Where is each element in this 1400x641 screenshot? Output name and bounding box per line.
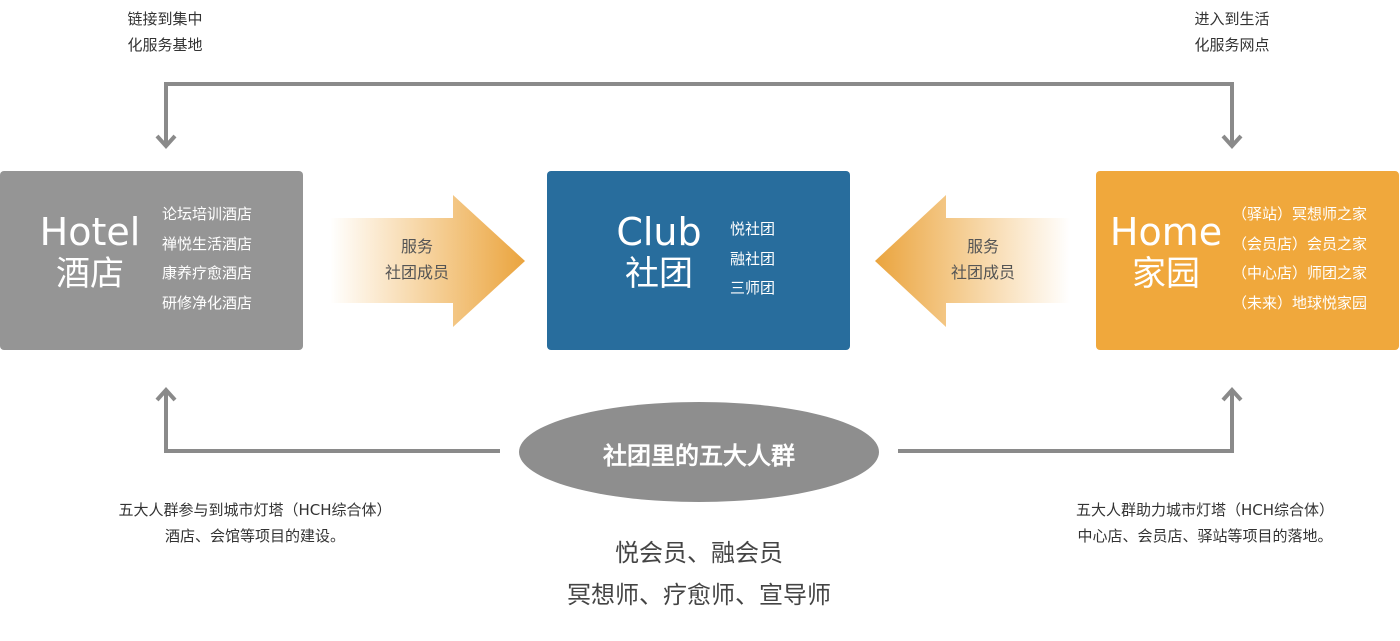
hotel-item: 研修净化酒店	[162, 293, 253, 312]
top-right-arrowhead	[1221, 134, 1243, 149]
hotel-item: 禅悦生活酒店	[162, 234, 253, 253]
note-line: 中心店、会员店、驿站等项目的落地。	[1077, 527, 1333, 545]
arrow-label-line: 社团成员	[384, 263, 449, 282]
arrow-label-line: 社团成员	[950, 263, 1015, 282]
note-line: 化服务网点	[1194, 36, 1270, 54]
bottom-right-note: 五大人群助力城市灯塔（HCH综合体） 中心店、会员店、驿站等项目的落地。	[1010, 497, 1400, 549]
home-item: （驿站）冥想师之家	[1232, 205, 1368, 223]
hotel-item: 康养疗愈酒店	[162, 264, 253, 282]
note-line: 五大人群参与到城市灯塔（HCH综合体）	[118, 501, 392, 519]
note-line: 五大人群助力城市灯塔（HCH综合体）	[1075, 501, 1335, 519]
top-connector-line	[164, 82, 1234, 146]
hotel-title-en: Hotel	[39, 210, 141, 254]
top-right-note: 进入到生活化服务网点	[1162, 6, 1302, 58]
note-line: 链接到集中	[127, 10, 203, 28]
arrow-left-shape	[875, 195, 1070, 327]
arrow-label-line: 服务	[400, 237, 433, 256]
arrow-right-label: 服务社团成员	[357, 234, 477, 286]
home-title-cn: 家园	[1132, 253, 1200, 294]
top-left-note: 链接到集中化服务基地	[95, 6, 235, 58]
groups-line: 冥想师、疗愈师、宣导师	[567, 581, 831, 609]
club-item: 三师团	[730, 279, 776, 297]
club-item: 融社团	[730, 249, 776, 268]
center-ellipse-shape	[519, 402, 879, 502]
groups-line: 悦会员、融会员	[615, 539, 783, 567]
bottom-left-connector	[164, 390, 500, 453]
bottom-left-arrowhead	[155, 387, 177, 402]
note-line: 化服务基地	[127, 36, 203, 54]
home-item: （会员店）会员之家	[1232, 234, 1368, 253]
club-title-en: Club	[616, 210, 702, 254]
home-title-en: Home	[1109, 210, 1223, 254]
hotel-item: 论坛培训酒店	[162, 205, 253, 223]
bottom-center-groups: 悦会员、融会员冥想师、疗愈师、宣导师	[500, 532, 898, 616]
arrow-label-line: 服务	[966, 237, 999, 256]
home-item: （未来）地球悦家园	[1232, 293, 1368, 312]
note-line: 酒店、会馆等项目的建设。	[164, 527, 345, 545]
arrow-right-shape	[330, 195, 525, 327]
hotel-title-cn: 酒店	[56, 253, 124, 294]
arrow-left-label: 服务社团成员	[923, 234, 1043, 286]
top-left-arrowhead	[155, 134, 177, 149]
note-line: 进入到生活	[1194, 10, 1270, 28]
home-item: （中心店）师团之家	[1232, 264, 1368, 282]
bottom-left-note: 五大人群参与到城市灯塔（HCH综合体） 酒店、会馆等项目的建设。	[60, 497, 450, 549]
club-title-cn: 社团	[625, 253, 693, 294]
club-item: 悦社团	[730, 220, 776, 238]
bottom-right-connector	[898, 390, 1234, 453]
bottom-right-arrowhead	[1221, 387, 1243, 402]
center-ellipse-label: 社团里的五大人群	[603, 442, 795, 470]
